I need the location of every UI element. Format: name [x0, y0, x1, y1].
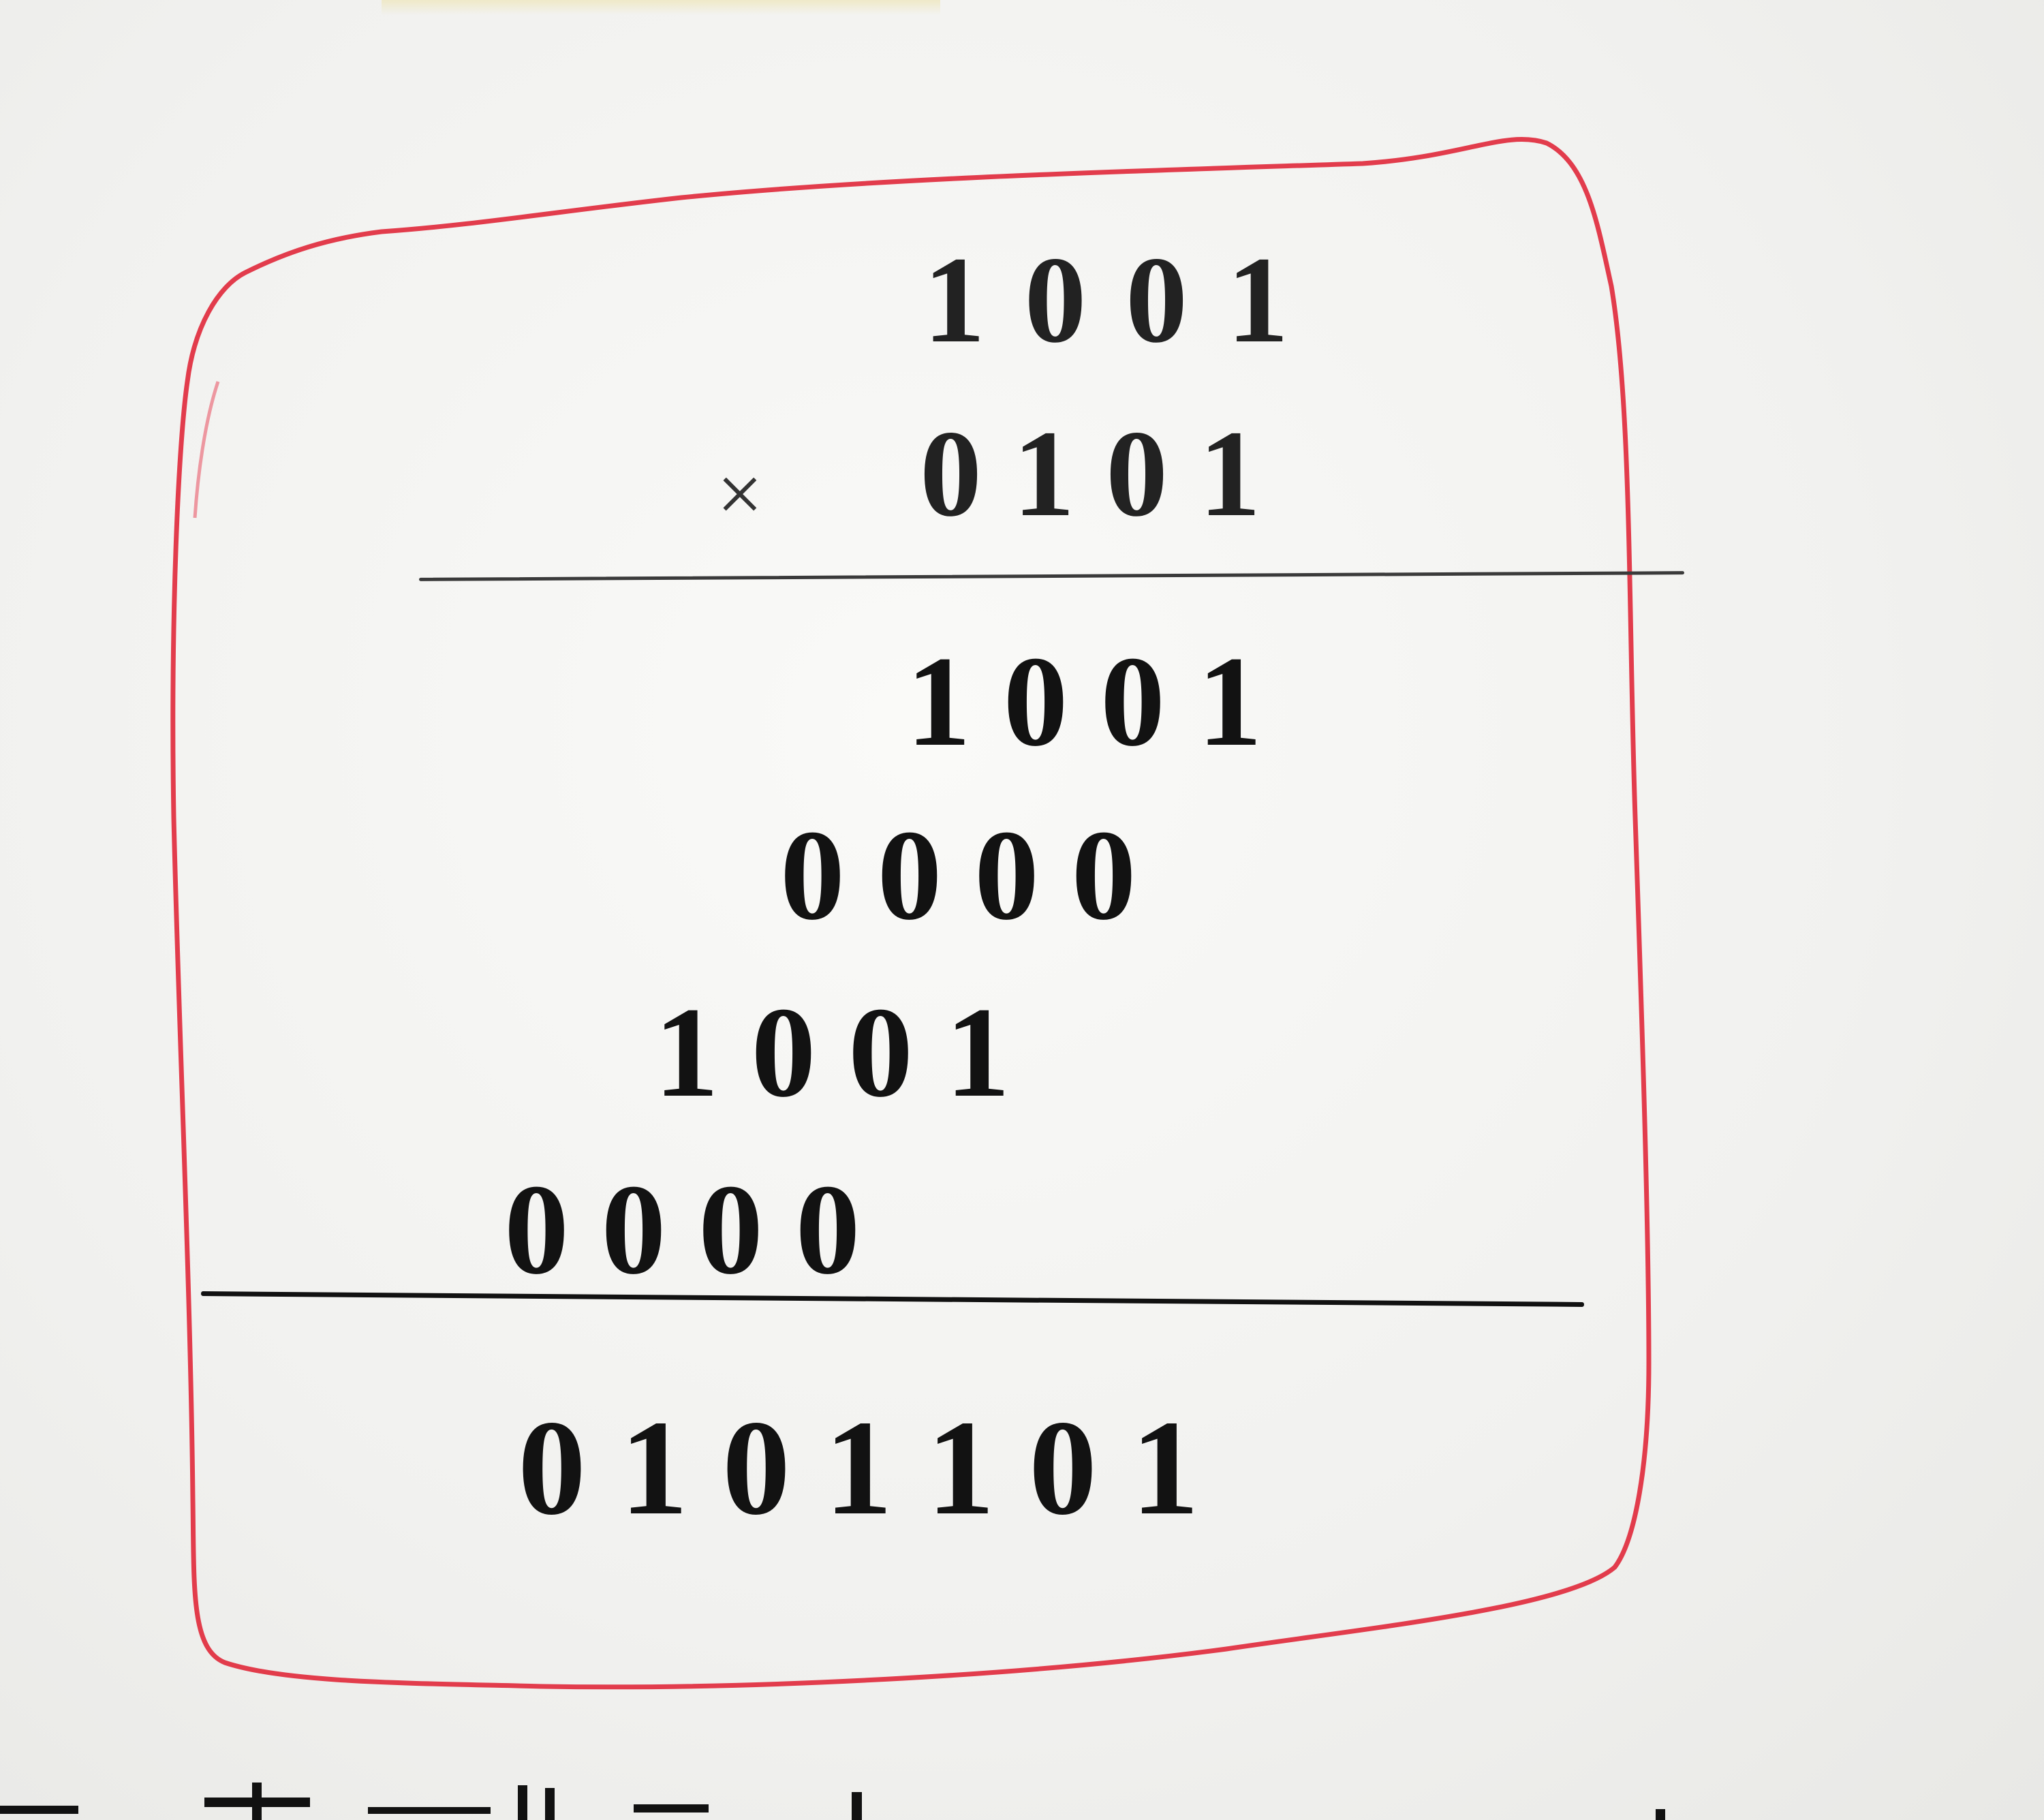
- partial-product-1: 1 0 0 1: [906, 630, 1263, 773]
- multiplication-sign: ×: [717, 448, 763, 539]
- paper-edge-highlight: [382, 0, 940, 15]
- partial-product-2: 0 0 0 0: [780, 804, 1136, 947]
- partial-product-4: 0 0 0 0: [504, 1158, 861, 1301]
- multiplier: 0 1 0 1: [920, 405, 1261, 542]
- multiplicand: 1 0 0 1: [923, 232, 1289, 369]
- product-result: 0 1 0 1 1 0 1: [518, 1393, 1199, 1543]
- cropped-text-line: [0, 1744, 2044, 1820]
- partial-product-3: 1 0 0 1: [654, 981, 1010, 1124]
